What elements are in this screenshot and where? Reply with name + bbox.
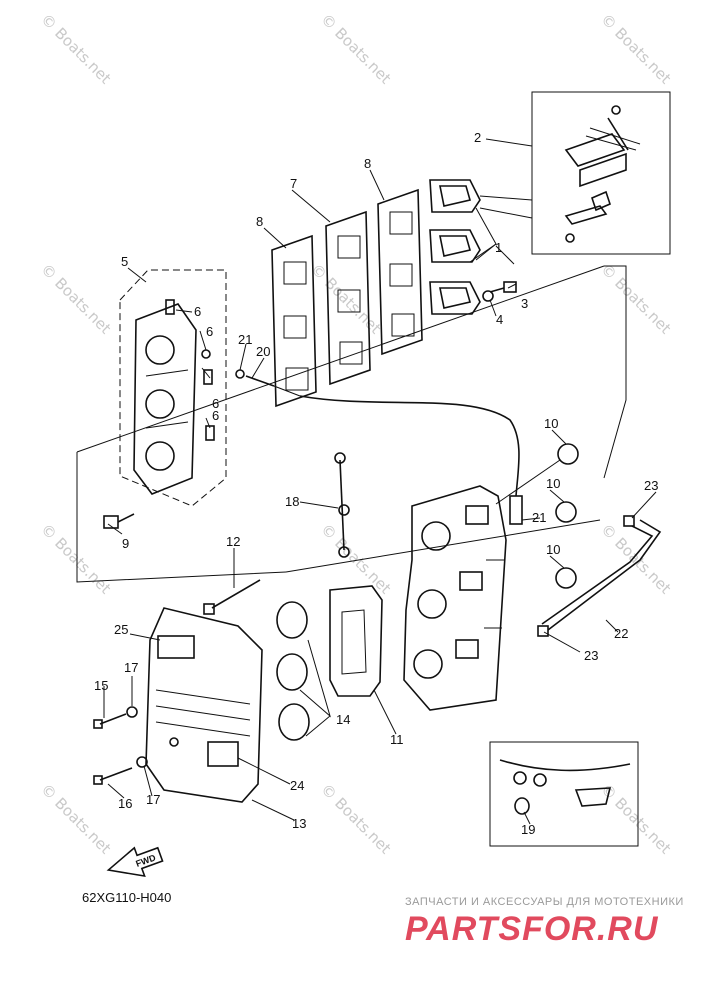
silencer-gaskets: [276, 601, 310, 741]
callout-4: 4: [496, 312, 503, 327]
watermark: © Boats.net: [597, 260, 675, 338]
bolt-12: [203, 579, 261, 615]
link-rod: [334, 452, 350, 558]
callout-25: 25: [114, 622, 128, 637]
bolt-9: [103, 513, 135, 529]
diagram-code: 62XG110-H040: [82, 890, 172, 905]
watermark: © Boats.net: [597, 520, 675, 598]
callout-10a: 10: [544, 416, 558, 431]
clips: [495, 443, 579, 589]
callout-8b: 8: [364, 156, 371, 171]
brand-tagline: ЗАПЧАСТИ И АКСЕССУАРЫ ДЛЯ МОТОТЕХНИКИ: [405, 896, 684, 908]
callout-15: 15: [94, 678, 108, 693]
callout-17b: 17: [146, 792, 160, 807]
reed-valve-detail-box: [531, 91, 671, 255]
silencer-bolts: [93, 706, 148, 785]
breather-hose: [299, 395, 523, 525]
reed-valve-assemblies: [429, 179, 533, 315]
intake-manifold: [119, 269, 227, 507]
callout-2: 2: [474, 130, 481, 145]
watermark: © Boats.net: [597, 10, 675, 88]
watermark: © Boats.net: [317, 10, 395, 88]
callout-6a: 6: [194, 304, 201, 319]
brand-logo: PARTSFOR.RU: [405, 910, 659, 948]
fwd-arrow: FWD: [106, 846, 164, 878]
callout-21a: 21: [238, 332, 252, 347]
callout-17a: 17: [124, 660, 138, 675]
callout-labels: 1 2 3 4 5 6 6 6 6 7 8 8 9 10 10 10 11 12…: [94, 130, 658, 837]
callout-5: 5: [121, 254, 128, 269]
screw-and-washer: [482, 281, 517, 302]
pin-assembly: [235, 369, 301, 397]
intake-gaskets: [271, 188, 423, 408]
callout-12: 12: [226, 534, 240, 549]
callout-6b: 6: [206, 324, 213, 339]
callout-1: 1: [495, 240, 502, 255]
carburetor-stack: [403, 485, 507, 711]
watermark: © Boats.net: [317, 780, 395, 858]
callout-6c: 6: [212, 396, 219, 411]
callout-6d: 6: [212, 408, 219, 423]
watermark: © Boats.net: [307, 260, 385, 338]
callout-21b: 21: [532, 510, 546, 525]
watermark-layer: © Boats.net © Boats.net © Boats.net © Bo…: [37, 10, 675, 858]
callout-14: 14: [336, 712, 350, 727]
callout-23a: 23: [644, 478, 658, 493]
callout-10c: 10: [546, 542, 560, 557]
callout-8a: 8: [256, 214, 263, 229]
callout-18: 18: [285, 494, 299, 509]
watermark: © Boats.net: [37, 520, 115, 598]
leader-lines: [103, 138, 657, 825]
callout-11: 11: [390, 732, 404, 747]
callout-7: 7: [290, 176, 297, 191]
callout-3: 3: [521, 296, 528, 311]
fuel-hose: [537, 515, 662, 637]
callout-20: 20: [256, 344, 270, 359]
watermark: © Boats.net: [37, 260, 115, 338]
callout-16: 16: [118, 796, 132, 811]
watermark: © Boats.net: [37, 10, 115, 88]
callout-24: 24: [290, 778, 304, 793]
watermark: © Boats.net: [37, 780, 115, 858]
carburetor-gasket: [329, 585, 383, 697]
watermark: © Boats.net: [317, 520, 395, 598]
callout-10b: 10: [546, 476, 560, 491]
plug-detail-box: [489, 741, 639, 847]
callout-9: 9: [122, 536, 129, 551]
callout-23b: 23: [584, 648, 598, 663]
callout-22: 22: [614, 626, 628, 641]
callout-19: 19: [521, 822, 535, 837]
intake-silencer: [145, 607, 263, 803]
callout-13: 13: [292, 816, 306, 831]
